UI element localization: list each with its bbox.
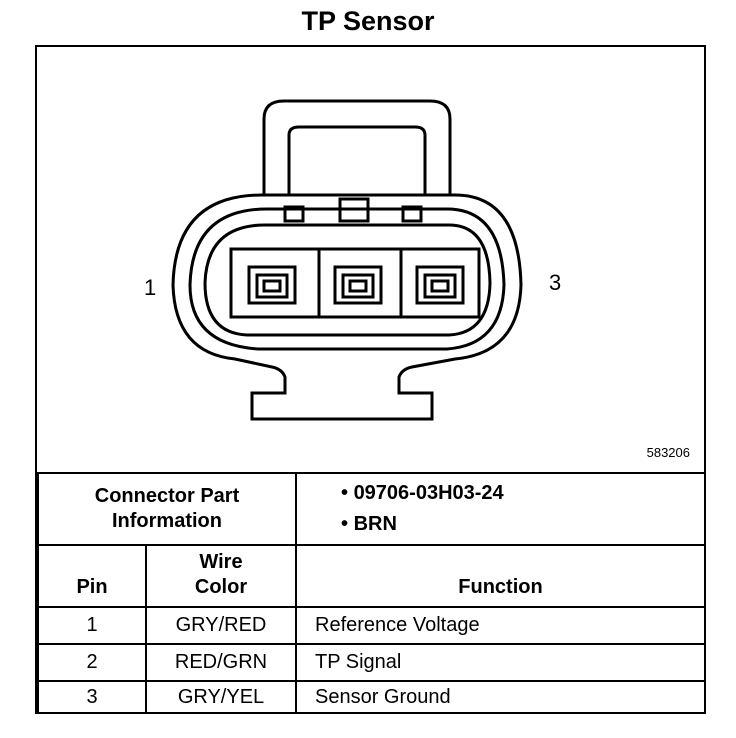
list-item: • BRN xyxy=(341,513,397,535)
connector-info-values: • 09706-03H03-24 • BRN xyxy=(295,472,706,546)
table-header-row: Pin Wire Color Function xyxy=(37,544,706,608)
cavity-block xyxy=(229,247,481,319)
diagram-frame: 1 3 583206 Connector Part Information • … xyxy=(35,45,706,714)
terminals xyxy=(247,265,465,305)
connector-info-row: Connector Part Information • 09706-03H03… xyxy=(37,472,706,546)
pin-cell: 2 xyxy=(37,643,147,682)
key-left xyxy=(283,205,305,223)
header-function: Function xyxy=(295,544,706,608)
pinout-table: Connector Part Information • 09706-03H03… xyxy=(37,472,706,714)
inner-body xyxy=(188,207,506,351)
pin-cell: 3 xyxy=(37,680,147,714)
function-cell: TP Signal xyxy=(295,643,706,682)
seal-ring xyxy=(203,223,492,337)
pin-3-label: 3 xyxy=(549,270,562,295)
wire-color-cell: GRY/RED xyxy=(145,606,297,645)
connector-drawing xyxy=(171,99,523,421)
table-row: 1 GRY/RED Reference Voltage xyxy=(37,606,706,645)
table-row: 3 GRY/YEL Sensor Ground xyxy=(37,680,706,714)
function-cell: Reference Voltage xyxy=(295,606,706,645)
connector-info-label: Connector Part Information xyxy=(37,472,297,546)
terminal-1 xyxy=(247,265,297,305)
connector-keys xyxy=(283,197,423,223)
function-cell: Sensor Ground xyxy=(295,680,706,714)
key-center xyxy=(338,197,370,223)
wire-color-cell: GRY/YEL xyxy=(145,680,297,714)
wire-color-cell: RED/GRN xyxy=(145,643,297,682)
connector-outline xyxy=(171,99,523,421)
key-right xyxy=(401,205,423,223)
page-title: TP Sensor xyxy=(301,6,435,36)
latch-outer xyxy=(262,99,452,195)
reference-number: 583206 xyxy=(646,445,690,460)
terminal-2 xyxy=(333,265,383,305)
pin-cell: 1 xyxy=(37,606,147,645)
table-row: 2 RED/GRN TP Signal xyxy=(37,643,706,682)
connector-diagram: 1 3 583206 xyxy=(37,47,704,472)
terminal-3 xyxy=(415,265,465,305)
pin-1-label: 1 xyxy=(144,275,157,300)
header-wire-color: Wire Color xyxy=(145,544,297,608)
header-pin: Pin xyxy=(37,544,147,608)
outer-body xyxy=(171,193,523,421)
list-item: • 09706-03H03-24 xyxy=(341,482,504,504)
latch-inner xyxy=(287,125,427,195)
cavity-separators xyxy=(317,249,403,317)
